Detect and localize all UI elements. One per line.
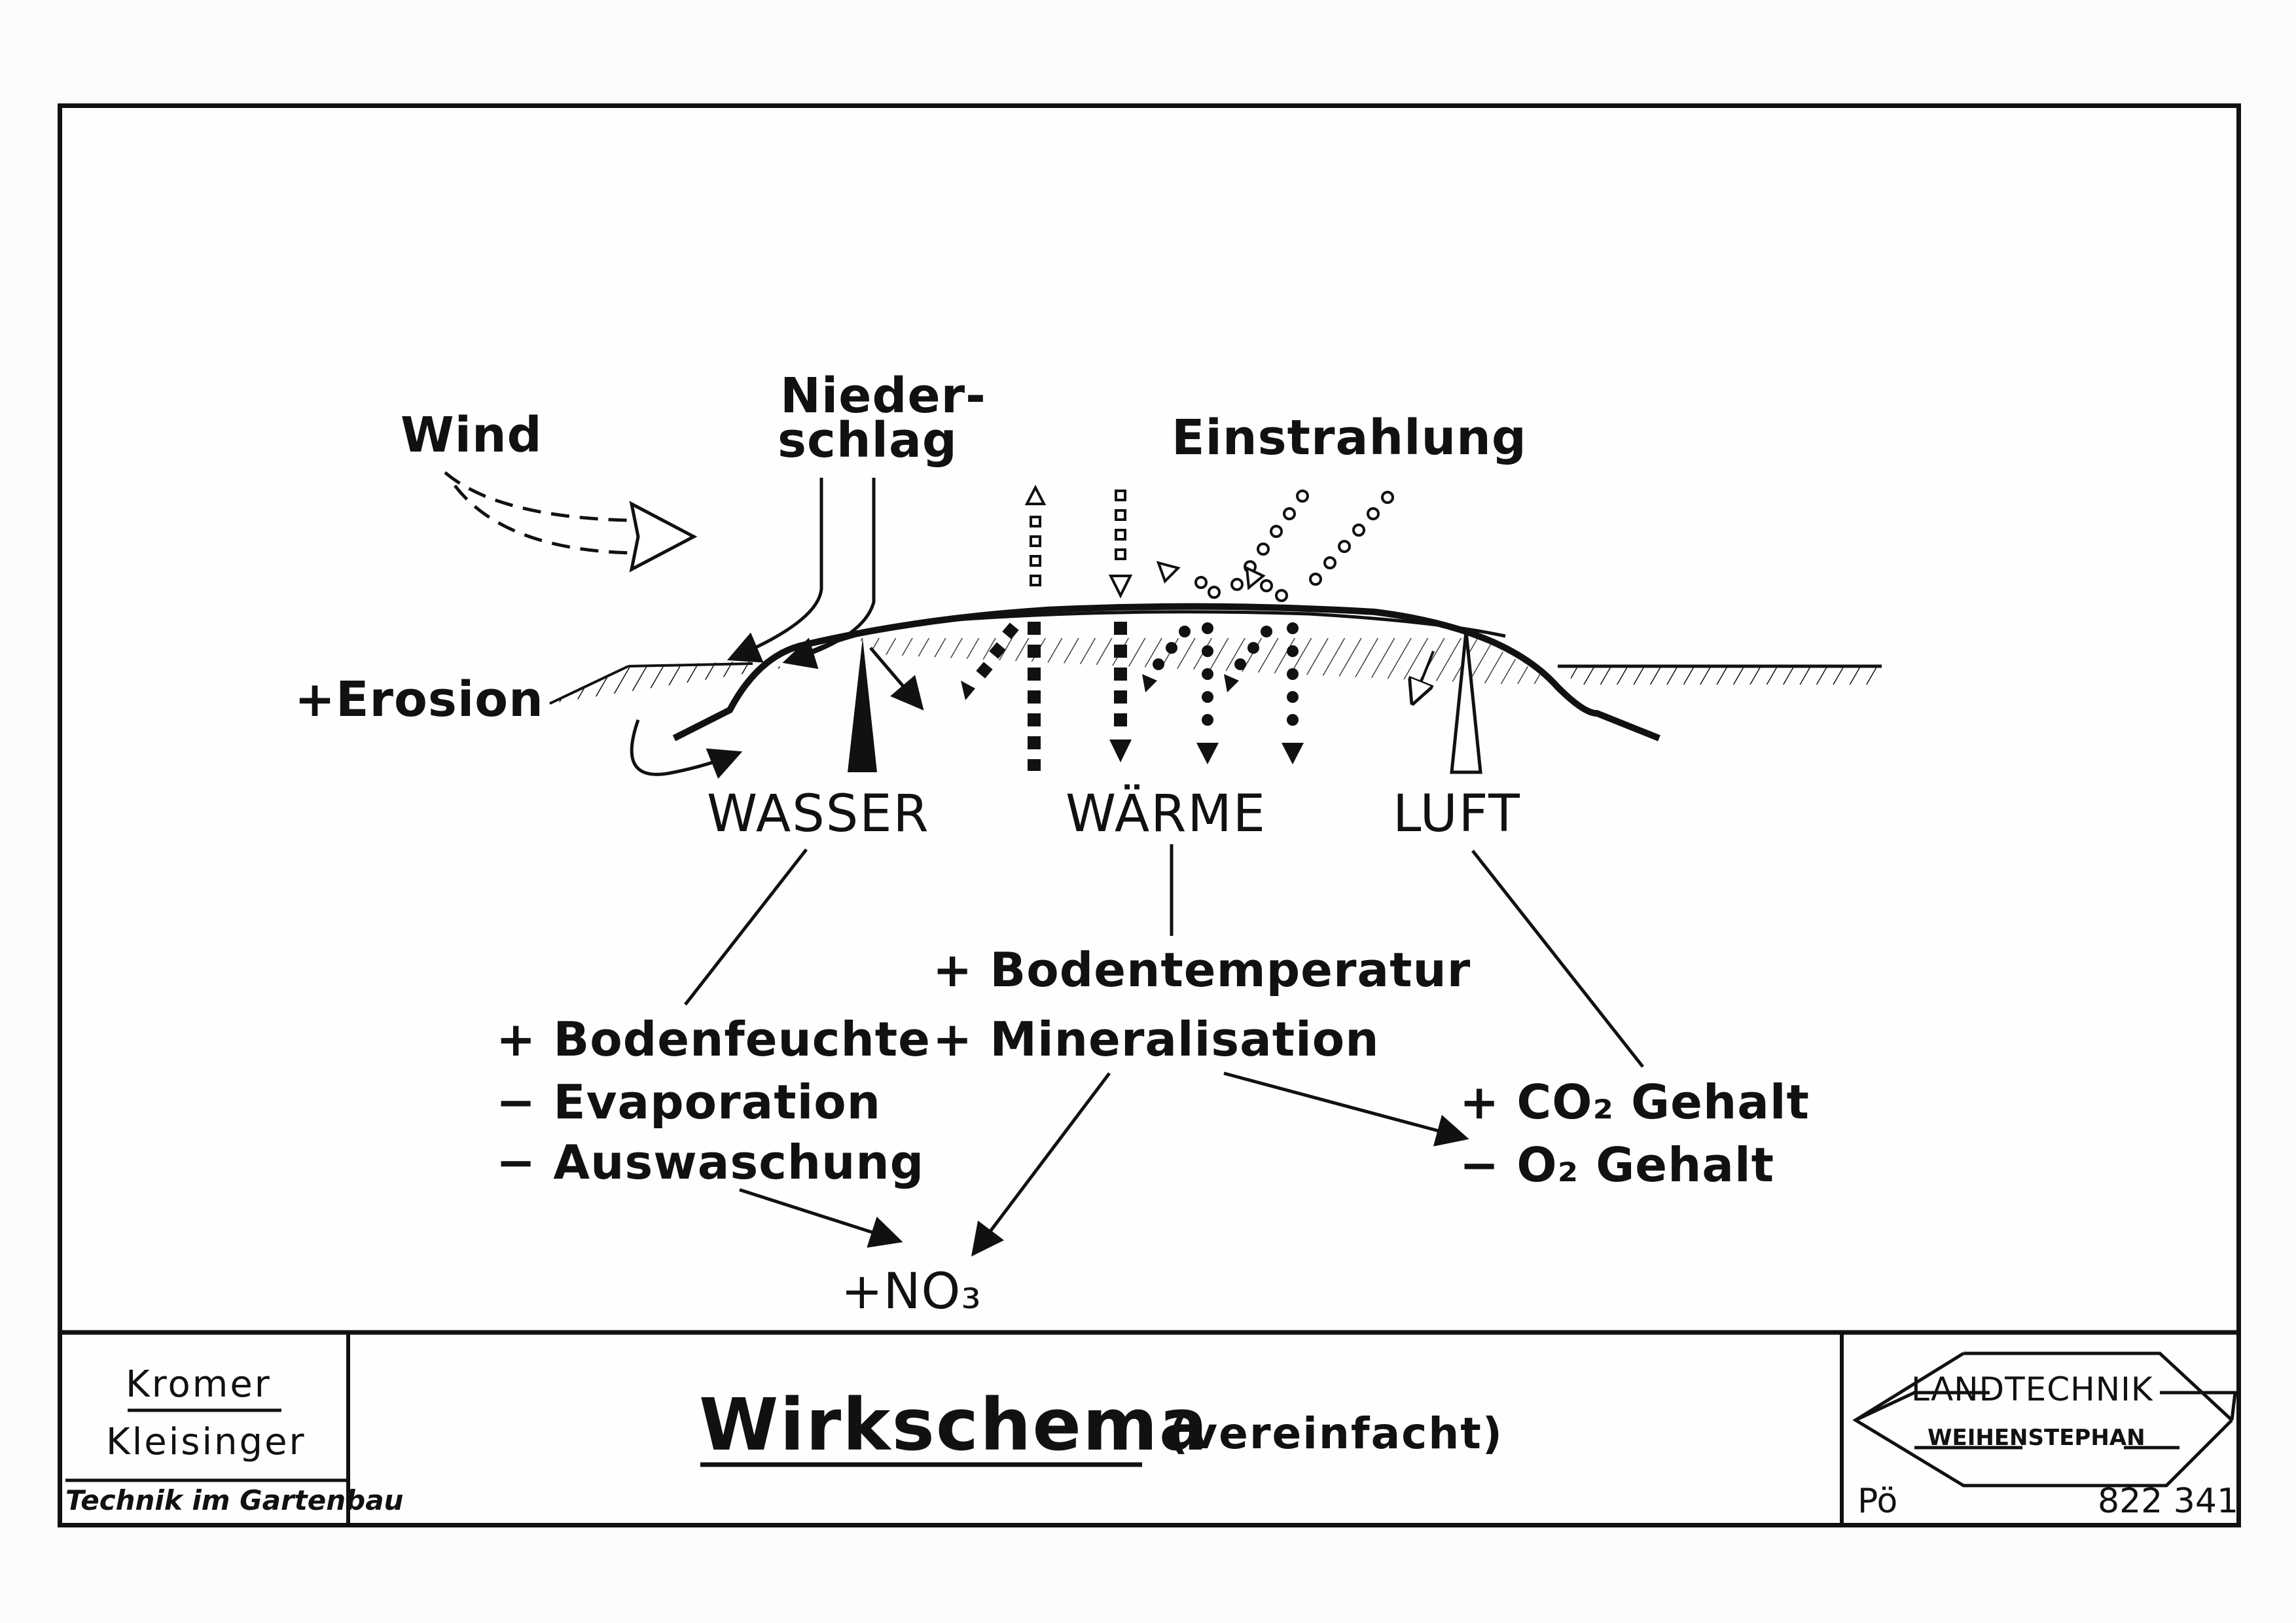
logo-text-line2: WEIHENSTEPHAN [1928,1425,2145,1451]
precipitation-label-line2: schlag [778,412,958,469]
water-wedge [848,638,877,772]
effect-o2: − O₂ Gehalt [1460,1137,1775,1192]
water-side-arrow [869,647,924,711]
radiation-label: Einstrahlung [1172,410,1527,466]
precipitation-label-line1: Nieder- [780,368,986,424]
effect-evaporation: − Evaporation [496,1075,882,1130]
series-label: Technik im Gartenbau [65,1484,404,1516]
effect-mineralisation: + Mineralisation [933,1012,1380,1067]
soil-hatching [549,638,1882,705]
author-kleisinger: Kleisinger [106,1421,306,1463]
wind-arrows [444,471,632,555]
author-kromer: Kromer [126,1363,272,1406]
effect-bodenfeuchte: + Bodenfeuchte [496,1012,931,1067]
wind-label: Wind [401,407,543,463]
connection-lines [684,844,1644,1257]
logo-text-line1: LANDTECHNIK [1911,1370,2153,1408]
wind-arrowhead [629,501,698,573]
air-factor: LUFT [1393,785,1521,844]
erosion-label: +Erosion [295,671,544,728]
effect-bodentemperatur: + Bodentemperatur [933,942,1471,997]
effect-co2: + CO₂ Gehalt [1460,1075,1810,1130]
drawing-frame [58,103,2241,1527]
drawing-number: 822 341 [2098,1482,2239,1521]
precipitation-arrows [726,478,876,669]
air-side-arrow [1414,651,1435,700]
radiation-arrows [961,484,1394,771]
effect-no3: +NO₃ [841,1262,982,1320]
heat-factor: WÄRME [1066,785,1266,844]
water-factor: WASSER [707,785,930,844]
title-block-lines [62,1330,2238,1525]
erosion-arrow [630,719,743,779]
drawer-initials: Pö [1857,1482,1898,1521]
drawing-title: Wirkschema [699,1383,1209,1467]
logo-diamond [1852,1351,2237,1488]
air-wedge [1450,631,1482,774]
effect-auswaschung: − Auswaschung [496,1135,925,1190]
drawing-subtitle: (vereinfacht) [1168,1408,1503,1459]
